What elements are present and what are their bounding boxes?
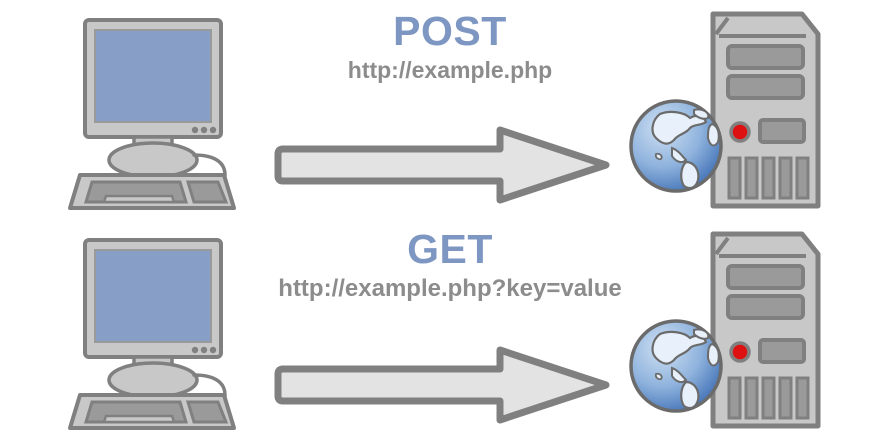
status-led-icon [729, 121, 751, 143]
post-row: POST http://example.php [62, 6, 828, 218]
server-tower-icon [629, 11, 821, 209]
url-label-post: http://example.php [347, 57, 553, 84]
get-row: GET http://example.php?key=value [0, 220, 880, 440]
client-computer-get [62, 232, 262, 432]
desktop-computer-icon [68, 238, 236, 430]
url-label-get: http://example.php?key=value [278, 275, 622, 303]
server-get [628, 226, 828, 438]
server-post [628, 6, 828, 218]
desktop-computer-icon [68, 18, 236, 210]
request-arrow-get [272, 345, 612, 425]
globe-icon [629, 319, 723, 413]
method-label-get: GET [407, 226, 493, 272]
method-label-post: POST [393, 8, 507, 54]
client-computer-post [62, 12, 262, 212]
right-arrow-icon [274, 346, 610, 424]
status-led-icon [729, 341, 751, 363]
right-arrow-icon [274, 126, 610, 204]
get-labels: GET http://example.php?key=value [250, 226, 650, 307]
post-labels: POST http://example.php [250, 8, 650, 88]
globe-icon [629, 99, 723, 193]
server-tower-icon [629, 231, 821, 429]
request-arrow-post [272, 125, 612, 205]
